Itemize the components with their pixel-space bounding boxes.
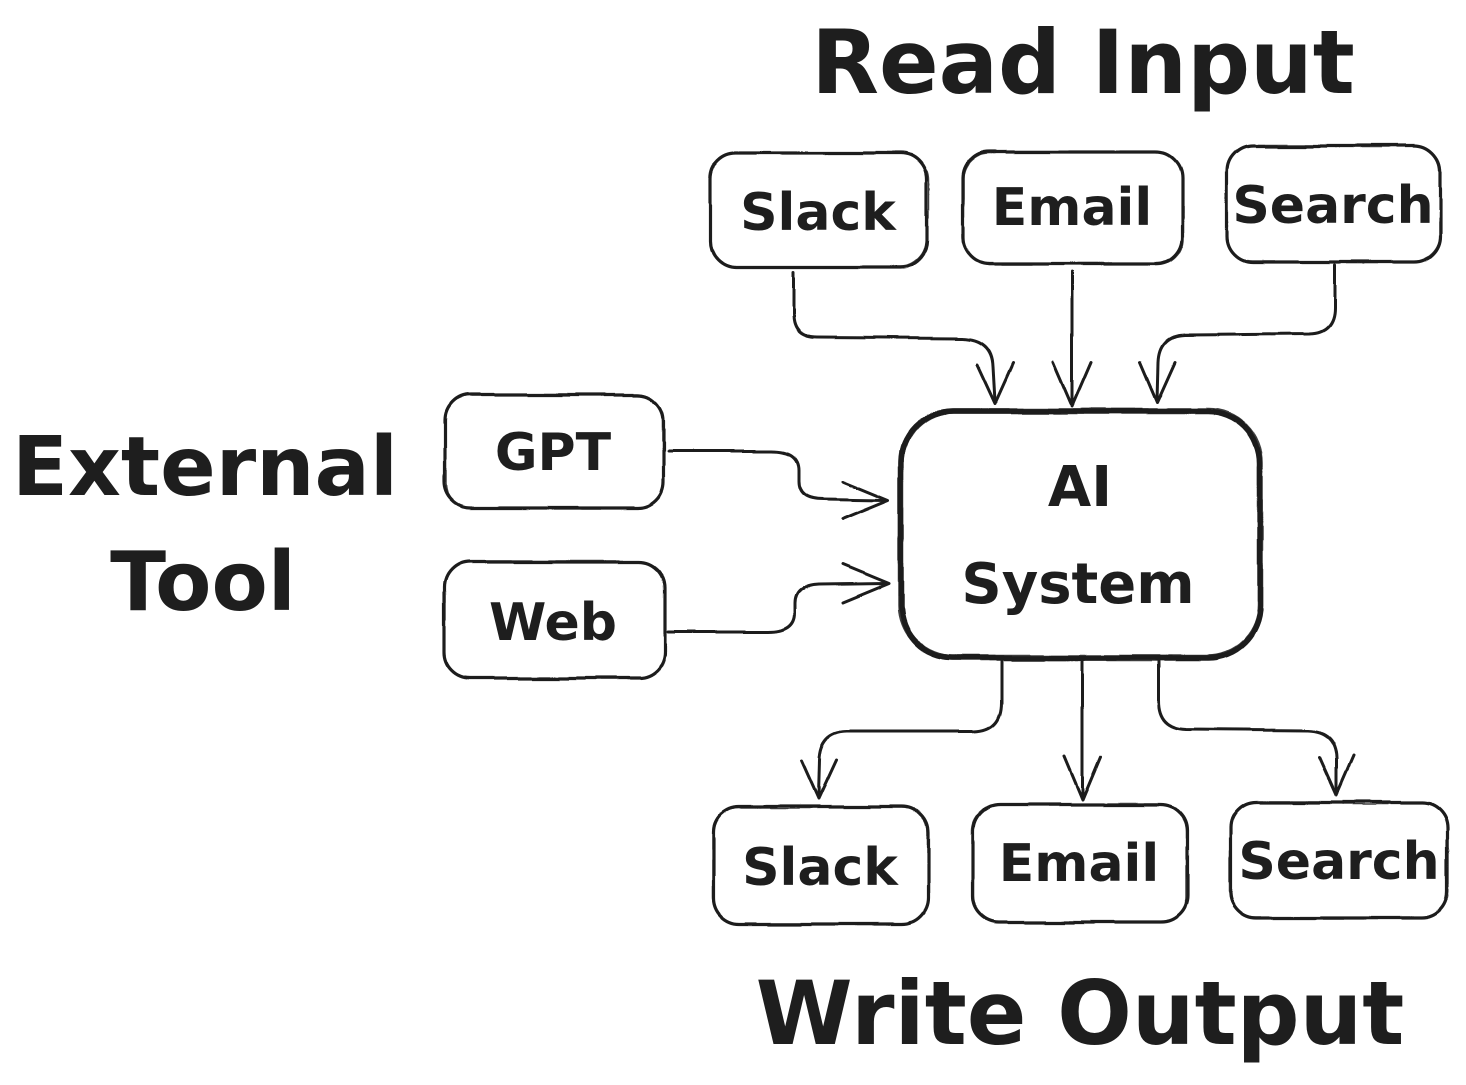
tool-gpt-label: GPT [495,423,612,483]
external-tool-title-line2: Tool [110,535,296,630]
output-email-label: Email [999,834,1159,894]
arrowhead-down-icon [1318,754,1356,797]
write-output-title: Write Output [756,962,1405,1065]
input-search-label: Search [1232,176,1433,236]
arrowhead-down-icon [1062,755,1102,802]
arrow-shaft [1157,659,1339,794]
arrow-shaft [816,659,1004,798]
arrow-shaft [1156,263,1337,402]
arrowhead-down-icon [799,758,838,801]
output-slack-label: Slack [742,838,899,898]
external-tool-title-line1: External [12,420,398,515]
arrow-ai-to-output-slack [799,659,1004,801]
arrow-shaft [791,270,997,403]
arrow-shaft [666,581,888,634]
arrowhead-down-icon [1051,360,1093,408]
arrowhead-right-icon [841,479,891,521]
ai-system-label-line2: System [961,552,1194,617]
arrow-shaft [666,449,888,502]
arrow-input-search-to-ai [1139,263,1337,404]
ai-system-label-line1: AI [1048,455,1112,520]
arrowhead-right-icon [841,562,891,604]
arrow-input-email-to-ai [1051,270,1093,408]
output-search-label: Search [1238,832,1439,892]
input-email-label: Email [992,178,1152,238]
tool-web-label: Web [489,593,617,653]
boxes-outline-pass2 [445,146,1448,924]
input-slack-label: Slack [740,183,897,243]
arrowhead-down-icon [975,361,1015,405]
arrow-ai-to-output-search [1157,659,1356,797]
arrow-gpt-to-ai [666,449,891,521]
arrow-ai-to-output-email [1062,659,1102,802]
arrow-input-slack-to-ai [791,270,1015,405]
read-input-title: Read Input [811,11,1355,114]
arrow-web-to-ai [666,562,891,634]
arrowhead-down-icon [1139,360,1178,404]
